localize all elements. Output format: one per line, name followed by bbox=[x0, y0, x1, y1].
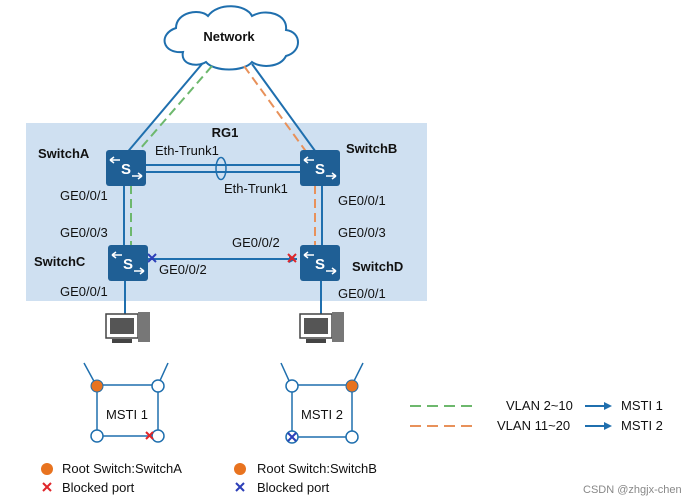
msti2-blocked-marker bbox=[287, 432, 297, 442]
ring-group-panel bbox=[26, 123, 427, 301]
switch-d-name: SwitchD bbox=[352, 259, 403, 274]
msti2-label: MSTI 2 bbox=[301, 407, 343, 422]
uplink-a-msti1 bbox=[132, 65, 213, 158]
switch-a-port-down: GE0/0/1 bbox=[60, 188, 108, 203]
svg-text:S: S bbox=[123, 256, 133, 273]
msti1-node-c bbox=[90, 429, 104, 443]
rg-label: RG1 bbox=[212, 125, 239, 140]
switch-c-icon: S bbox=[108, 245, 148, 281]
cloud-label: Network bbox=[203, 29, 255, 44]
msti2-node-a bbox=[285, 379, 299, 393]
vlan-legend-row-1: VLAN 2~10 MSTI 1 bbox=[410, 398, 663, 413]
switch-d-port-down: GE0/0/1 bbox=[338, 286, 386, 301]
legend-arrow-2 bbox=[604, 422, 612, 430]
switch-c-name: SwitchC bbox=[34, 254, 86, 269]
switch-d-port-left: GE0/0/2 bbox=[232, 235, 280, 250]
network-cloud: Network bbox=[163, 5, 299, 71]
switch-a-icon: S bbox=[106, 150, 146, 186]
msti2-root-node bbox=[345, 379, 359, 393]
trunk-label-top: Eth-Trunk1 bbox=[155, 143, 219, 158]
blocked-port-d-marker bbox=[287, 253, 297, 263]
trunk-bundle-ellipse bbox=[215, 156, 227, 181]
switch-c-port-right: GE0/0/2 bbox=[159, 262, 207, 277]
legend-msti-1: MSTI 1 bbox=[621, 398, 663, 413]
msti1-blocked-text: Blocked port bbox=[62, 480, 135, 495]
legend-vlan-2: VLAN 11~20 bbox=[497, 418, 570, 433]
switch-c-port-down: GE0/0/1 bbox=[60, 284, 108, 299]
blocked-port-c-marker bbox=[147, 253, 157, 263]
legend-msti-2: MSTI 2 bbox=[621, 418, 663, 433]
switch-d-port-up: GE0/0/3 bbox=[338, 225, 386, 240]
msti1-node-d bbox=[151, 429, 165, 443]
root-switch-key-icon-left bbox=[41, 463, 53, 475]
msti2-root-text: Root Switch:SwitchB bbox=[257, 461, 377, 476]
uplink-b-msti2 bbox=[243, 65, 311, 158]
uplink-b bbox=[251, 63, 319, 156]
switch-d-icon: S bbox=[300, 245, 340, 281]
vlan-legend-row-2: VLAN 11~20 MSTI 2 bbox=[410, 418, 663, 433]
legend-vlan-1: VLAN 2~10 bbox=[506, 398, 573, 413]
switch-b-port-down: GE0/0/1 bbox=[338, 193, 386, 208]
msti1-topology: MSTI 1 bbox=[83, 362, 169, 443]
switch-b-icon: S bbox=[300, 150, 340, 186]
trunk-label-bottom: Eth-Trunk1 bbox=[224, 181, 288, 196]
pc-d-icon bbox=[299, 312, 344, 343]
msti1-root-node bbox=[90, 379, 104, 393]
switch-c-port-up: GE0/0/3 bbox=[60, 225, 108, 240]
blocked-port-key-icon-left bbox=[42, 482, 52, 492]
pc-c-icon bbox=[105, 312, 150, 343]
blocked-port-key-icon-right bbox=[235, 482, 245, 492]
msti2-topology: MSTI 2 bbox=[280, 362, 364, 444]
msti1-blocked-marker bbox=[145, 431, 154, 440]
msti1-root-text: Root Switch:SwitchA bbox=[62, 461, 182, 476]
legend-arrow-1 bbox=[604, 402, 612, 410]
msti1-label: MSTI 1 bbox=[106, 407, 148, 422]
switch-a-name: SwitchA bbox=[38, 146, 90, 161]
svg-text:S: S bbox=[315, 161, 325, 178]
msti2-blocked-text: Blocked port bbox=[257, 480, 330, 495]
msti1-node-b bbox=[151, 379, 165, 393]
svg-text:S: S bbox=[315, 256, 325, 273]
watermark: CSDN @zhgjx-chen bbox=[583, 484, 682, 496]
uplink-a bbox=[124, 63, 203, 156]
svg-text:S: S bbox=[121, 161, 131, 178]
msti2-node-d bbox=[345, 430, 359, 444]
root-switch-key-icon-right bbox=[234, 463, 246, 475]
switch-b-name: SwitchB bbox=[346, 141, 397, 156]
